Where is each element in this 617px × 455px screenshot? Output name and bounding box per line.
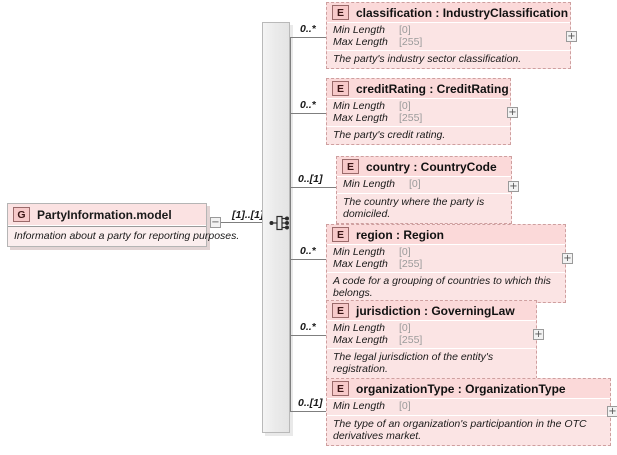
element-header-region: E region : Region — [327, 225, 565, 244]
element-title: country : CountryCode — [366, 159, 497, 174]
element-facets-region: Min Length [0] Max Length [255] — [327, 244, 565, 272]
facet-label: Max Length — [333, 111, 388, 124]
facet-value: [0] — [399, 24, 411, 36]
element-box-classification[interactable]: E classification : IndustryClassificatio… — [326, 2, 571, 69]
element-box-region[interactable]: E region : Region Min Length [0] Max Len… — [326, 224, 566, 303]
element-box-creditrating[interactable]: E creditRating : CreditRating Min Length… — [326, 78, 511, 145]
facet-value: [0] — [399, 322, 411, 334]
facet-row: Min Length [0] — [333, 322, 530, 335]
connector-branch-4 — [290, 259, 326, 260]
facet-label: Min Length — [333, 100, 385, 112]
facet-row: Max Length [255] — [333, 333, 530, 347]
expand-toggle-organizationtype[interactable]: + — [607, 406, 617, 417]
cardinality-jurisdiction: 0..* — [300, 321, 316, 333]
expand-toggle-jurisdiction[interactable]: + — [533, 329, 544, 340]
expand-toggle-creditrating[interactable]: + — [507, 107, 518, 118]
facet-value: [0] — [399, 100, 411, 112]
element-annotation: The type of an organization's participan… — [327, 414, 610, 445]
group-annotation: Information about a party for reporting … — [14, 230, 240, 242]
cardinality-creditrating: 0..* — [300, 99, 316, 111]
element-icon: E — [332, 303, 349, 318]
cardinality-region: 0..* — [300, 245, 316, 257]
expand-toggle-region[interactable]: + — [562, 253, 573, 264]
facet-value: [255] — [399, 35, 423, 48]
facet-label: Max Length — [333, 333, 388, 346]
element-icon: E — [342, 159, 359, 174]
element-annotation: The country where the party is domiciled… — [337, 192, 511, 223]
sequence-compositor-icon — [269, 212, 291, 234]
facet-label: Min Length — [333, 322, 385, 334]
expand-toggle-classification[interactable]: + — [566, 31, 577, 42]
connector-branch-1 — [290, 37, 326, 38]
expand-toggle-country[interactable]: + — [508, 181, 519, 192]
facet-label: Min Length — [333, 400, 385, 412]
facet-label: Min Length — [333, 246, 385, 258]
element-header-jurisdiction: E jurisdiction : GoverningLaw — [327, 301, 536, 320]
connector-branch-6 — [290, 411, 326, 412]
element-facets-jurisdiction: Min Length [0] Max Length [255] — [327, 320, 536, 348]
facet-row: Min Length [0] — [333, 100, 504, 113]
group-box-header: G PartyInformation.model — [8, 204, 206, 226]
element-facets-classification: Min Length [0] Max Length [255] — [327, 22, 570, 50]
facet-value: [0] — [399, 246, 411, 258]
element-annotation: The legal jurisdiction of the entity's r… — [327, 348, 536, 378]
collapse-toggle-root[interactable]: − — [210, 217, 221, 228]
element-header-organizationtype: E organizationType : OrganizationType — [327, 379, 610, 398]
element-box-jurisdiction[interactable]: E jurisdiction : GoverningLaw Min Length… — [326, 300, 537, 379]
cardinality-country: 0..[1] — [298, 173, 323, 185]
element-header-country: E country : CountryCode — [337, 157, 511, 176]
group-title: PartyInformation.model — [37, 207, 172, 222]
element-box-country[interactable]: E country : CountryCode Min Length [0] T… — [336, 156, 512, 224]
connector-branch-2 — [290, 113, 326, 114]
element-title: creditRating : CreditRating — [356, 81, 509, 96]
element-icon: E — [332, 81, 349, 96]
group-annotation-area: Information about a party for reporting … — [8, 226, 240, 246]
element-title: organizationType : OrganizationType — [356, 381, 566, 396]
facet-label: Min Length — [333, 24, 385, 36]
facet-value: [0] — [409, 178, 421, 190]
facet-value: [255] — [399, 111, 423, 124]
element-box-organizationtype[interactable]: E organizationType : OrganizationType Mi… — [326, 378, 611, 446]
element-facets-creditrating: Min Length [0] Max Length [255] — [327, 98, 510, 126]
element-icon: E — [332, 227, 349, 242]
cardinality-classification: 0..* — [300, 23, 316, 35]
facet-row: Min Length [0] — [333, 400, 604, 413]
facet-label: Min Length — [343, 178, 395, 190]
facet-value: [0] — [399, 400, 411, 412]
cardinality-organizationtype: 0..[1] — [298, 397, 323, 409]
element-annotation: The party's credit rating. — [327, 126, 510, 144]
element-header-creditrating: E creditRating : CreditRating — [327, 79, 510, 98]
element-title: classification : IndustryClassification — [356, 5, 569, 20]
connector-trunk — [290, 37, 291, 412]
element-annotation: A code for a grouping of countries to wh… — [327, 272, 565, 302]
element-title: jurisdiction : GoverningLaw — [356, 303, 515, 318]
connector-root-to-compositor — [221, 222, 262, 223]
facet-label: Max Length — [333, 35, 388, 48]
facet-row: Max Length [255] — [333, 257, 559, 271]
facet-label: Max Length — [333, 257, 388, 270]
element-header-classification: E classification : IndustryClassificatio… — [327, 3, 570, 22]
element-facets-country: Min Length [0] — [337, 176, 511, 193]
facet-value: [255] — [399, 333, 423, 346]
connector-branch-3 — [290, 187, 336, 188]
element-icon: E — [332, 5, 349, 20]
facet-row: Min Length [0] — [333, 246, 559, 259]
connector-branch-5 — [290, 335, 326, 336]
facet-row: Min Length [0] — [333, 24, 564, 37]
facet-row: Max Length [255] — [333, 35, 564, 49]
element-title: region : Region — [356, 227, 444, 242]
facet-value: [255] — [399, 257, 423, 270]
group-box-partyinformation-model[interactable]: G PartyInformation.model Information abo… — [7, 203, 240, 247]
facet-row: Max Length [255] — [333, 111, 504, 125]
cardinality-root: [1]..[1] — [232, 209, 264, 221]
element-icon: E — [332, 381, 349, 396]
facet-row: Min Length [0] — [343, 178, 505, 191]
element-facets-organizationtype: Min Length [0] — [327, 398, 610, 415]
element-annotation: The party's industry sector classificati… — [327, 50, 570, 68]
group-icon: G — [13, 207, 30, 222]
